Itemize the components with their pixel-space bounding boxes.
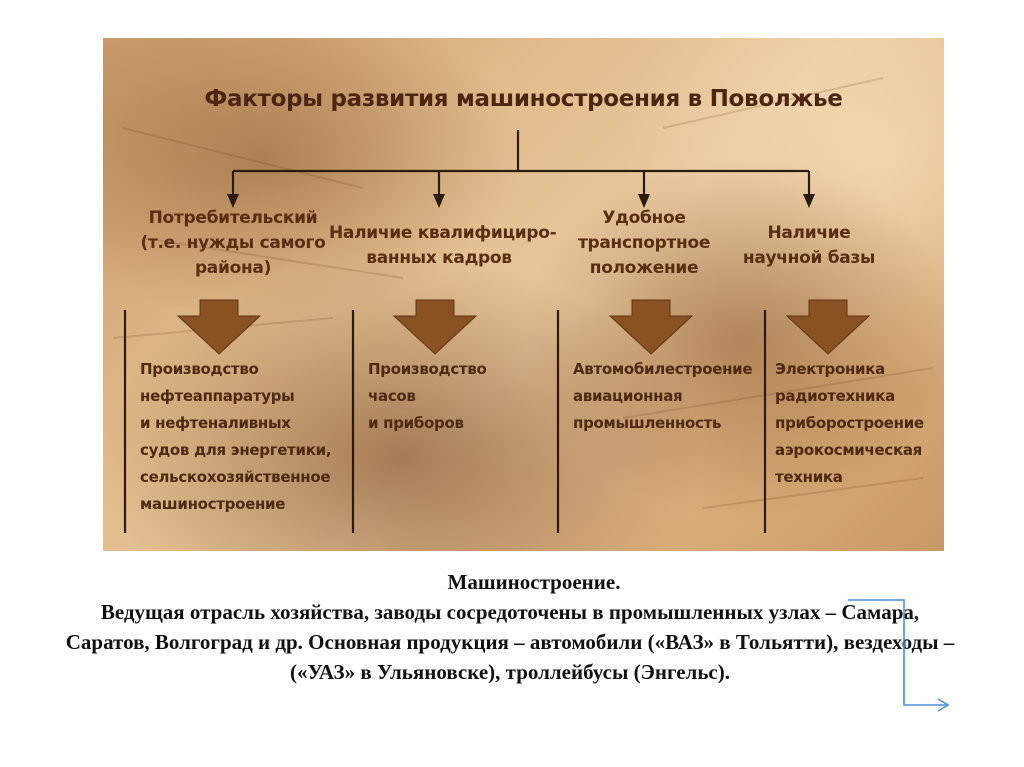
diagram-connectors [112, 77, 934, 533]
factor-label-personnel: Наличие квалифициро- ванных кадров [329, 221, 557, 271]
down-arrow-4 [785, 299, 871, 355]
factor-line: научной базы [742, 248, 876, 268]
result-line: судов для энергетики, [140, 441, 332, 459]
result-list-personnel: Производство часов и приборов [368, 356, 487, 437]
result-line: и приборов [368, 414, 464, 432]
result-list-transport: Автомобилестроение авиационная промышлен… [573, 356, 753, 437]
result-line: авиационная [573, 387, 683, 405]
diagram-title: Факторы развития машиностроения в Поволж… [204, 86, 843, 112]
result-line: Производство [368, 360, 487, 378]
caption: Машиностроение. Ведущая отрасль хозяйств… [60, 567, 960, 687]
result-line: сельскохозяйственное [140, 468, 331, 486]
factor-line: района) [194, 258, 272, 278]
arrowhead-3 [638, 194, 650, 208]
factor-line: (т.е. нужды самого [140, 233, 326, 253]
result-line: аэрокосмическая [775, 441, 923, 459]
factor-label-science: Наличие научной базы [729, 221, 889, 271]
arrowhead-2 [433, 194, 445, 208]
result-line: Производство [140, 360, 259, 378]
result-line: Электроника [775, 360, 885, 378]
result-line: нефтеаппаратуры [140, 387, 295, 405]
result-line: техника [775, 468, 843, 486]
arrowhead-4 [803, 194, 815, 208]
down-arrow-1 [176, 299, 262, 355]
result-list-consumer: Производство нефтеаппаратуры и нефтенали… [140, 356, 332, 518]
factor-line: положение [589, 258, 699, 278]
factor-line: ванных кадров [366, 248, 512, 268]
result-line: Автомобилестроение [573, 360, 753, 378]
down-arrow-3 [608, 299, 694, 355]
result-list-science: Электроника радиотехника приборостроение… [775, 356, 924, 491]
factor-label-consumer: Потребительский (т.е. нужды самого район… [123, 206, 343, 281]
caption-body: Ведущая отрасль хозяйства, заводы сосред… [65, 600, 955, 684]
factor-line: транспортное [577, 233, 711, 253]
bracket-arrowhead [937, 698, 950, 712]
result-line: машиностроение [140, 495, 286, 513]
factor-label-transport: Удобное транспортное положение [544, 206, 744, 281]
caption-heading: Машиностроение. [447, 570, 621, 594]
result-line: часов [368, 387, 416, 405]
factor-line: Потребительский [148, 208, 318, 228]
result-line: радиотехника [775, 387, 895, 405]
result-line: и нефтеналивных [140, 414, 291, 432]
down-arrow-2 [392, 299, 478, 355]
background-texture [112, 77, 934, 509]
arrowhead-1 [227, 194, 239, 208]
factor-line: Наличие [767, 223, 851, 243]
factor-line: Наличие квалифициро- [329, 223, 557, 243]
factor-line: Удобное [602, 208, 686, 228]
result-line: приборостроение [775, 414, 924, 432]
result-line: промышленность [573, 414, 722, 432]
diagram-image: Факторы развития машиностроения в Поволж… [103, 38, 944, 551]
